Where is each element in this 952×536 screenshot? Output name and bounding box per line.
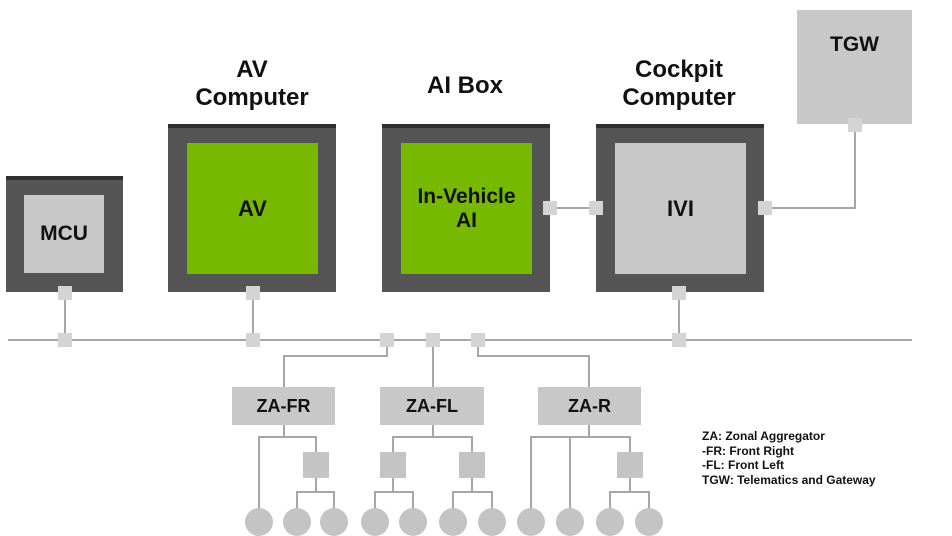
zar-sw-l [609, 491, 611, 516]
zar-sw-r [648, 491, 650, 516]
backbone-bus-line [8, 339, 912, 341]
end-node [361, 508, 389, 536]
bus-zar-link-v [477, 340, 479, 356]
end-node [245, 508, 273, 536]
legend-entry: -FR: Front Right [702, 443, 794, 458]
zafr-tree-v [283, 425, 285, 437]
end-node [283, 508, 311, 536]
zafl-tree-right [471, 436, 473, 452]
end-node [399, 508, 427, 536]
av-computer-title: AV Computer [195, 56, 309, 111]
end-node [320, 508, 348, 536]
zafl-sw2-l [452, 491, 454, 516]
za-fl-switch-left [380, 452, 406, 478]
zar-tree-a [530, 436, 532, 516]
bus-port-zafl [426, 333, 440, 347]
bus-zafr-link-h [283, 355, 388, 357]
zafr-sw-r [333, 491, 335, 516]
zar-tree-c [629, 436, 631, 452]
bus-zafl-link-v [432, 340, 434, 387]
zafl-sw1-l [374, 491, 376, 516]
legend-entry: ZA: Zonal Aggregator [702, 429, 825, 443]
legend-entry: -FL: Front Left [702, 458, 784, 472]
av-computer-chassis: AV [168, 124, 336, 292]
zar-sw-h [609, 491, 650, 493]
end-node [556, 508, 584, 536]
zafl-sw2-v [471, 476, 473, 492]
za-fl-switch-right [459, 452, 485, 478]
cockpit-tgw-link-h [765, 207, 856, 209]
zafl-tree-h [392, 436, 472, 438]
zar-tree-h [530, 436, 631, 438]
bus-port-zafr [380, 333, 394, 347]
tgw-port [848, 118, 862, 132]
legend: ZA: Zonal Aggregator -FR: Front Right -F… [702, 429, 876, 487]
bus-zafr-link-v [386, 340, 388, 356]
cockpit-left-port [589, 201, 603, 215]
av-bus-port [246, 333, 260, 347]
zafr-tree-right [315, 436, 317, 452]
bus-zar-link-h [477, 355, 590, 357]
av-unit: AV [187, 143, 318, 274]
zafl-sw2-h [452, 491, 492, 493]
end-node [478, 508, 506, 536]
bus-zar-link-v2 [588, 355, 590, 387]
av-port [246, 286, 260, 300]
mcu-chassis: MCU [6, 176, 123, 292]
legend-entry: TGW: Telematics and Gateway [702, 472, 876, 487]
tgw-unit: TGW [797, 10, 912, 124]
av-bus-link [252, 292, 254, 340]
ai-cockpit-link [550, 207, 596, 209]
ivi-unit: IVI [615, 143, 746, 274]
mcu-bus-link [64, 292, 66, 340]
zafl-tree-left [392, 436, 394, 452]
za-fl-box: ZA-FL [380, 387, 484, 425]
cockpit-computer-title: Cockpit Computer [622, 56, 736, 111]
zar-tree-v [588, 425, 590, 437]
zafl-sw1-v [392, 476, 394, 492]
ivi-port [672, 286, 686, 300]
zafr-tree-left [258, 436, 260, 516]
za-fr-switch [303, 452, 329, 478]
ai-box-right-port [543, 201, 557, 215]
zafl-sw2-r [491, 491, 493, 516]
zafr-tree-h [258, 436, 317, 438]
zafl-sw1-r [412, 491, 414, 516]
cockpit-right-port [758, 201, 772, 215]
zar-sw-v [629, 476, 631, 492]
ivi-bus-port [672, 333, 686, 347]
za-r-box: ZA-R [538, 387, 641, 425]
end-node [635, 508, 663, 536]
za-fr-box: ZA-FR [232, 387, 335, 425]
ai-box-title: AI Box [426, 72, 503, 99]
in-vehicle-ai-unit: In-Vehicle AI [401, 143, 532, 274]
ivi-bus-link [678, 292, 680, 340]
ai-box-chassis: In-Vehicle AI [382, 124, 550, 292]
mcu-unit: MCU [24, 195, 104, 273]
bus-zafr-link-v2 [283, 355, 285, 387]
mcu-port [58, 286, 72, 300]
zafr-sw-v [315, 476, 317, 492]
zafr-sw-l [296, 491, 298, 516]
cockpit-tgw-link-v [854, 124, 856, 209]
cockpit-computer-chassis: IVI [596, 124, 764, 292]
zafl-sw1-h [374, 491, 414, 493]
bus-port-zar [471, 333, 485, 347]
zar-tree-b [569, 436, 571, 516]
zafl-tree-v [432, 425, 434, 437]
zafr-sw-h [296, 491, 335, 493]
end-node [596, 508, 624, 536]
mcu-bus-port [58, 333, 72, 347]
end-node [439, 508, 467, 536]
end-node [517, 508, 545, 536]
za-r-switch [617, 452, 643, 478]
